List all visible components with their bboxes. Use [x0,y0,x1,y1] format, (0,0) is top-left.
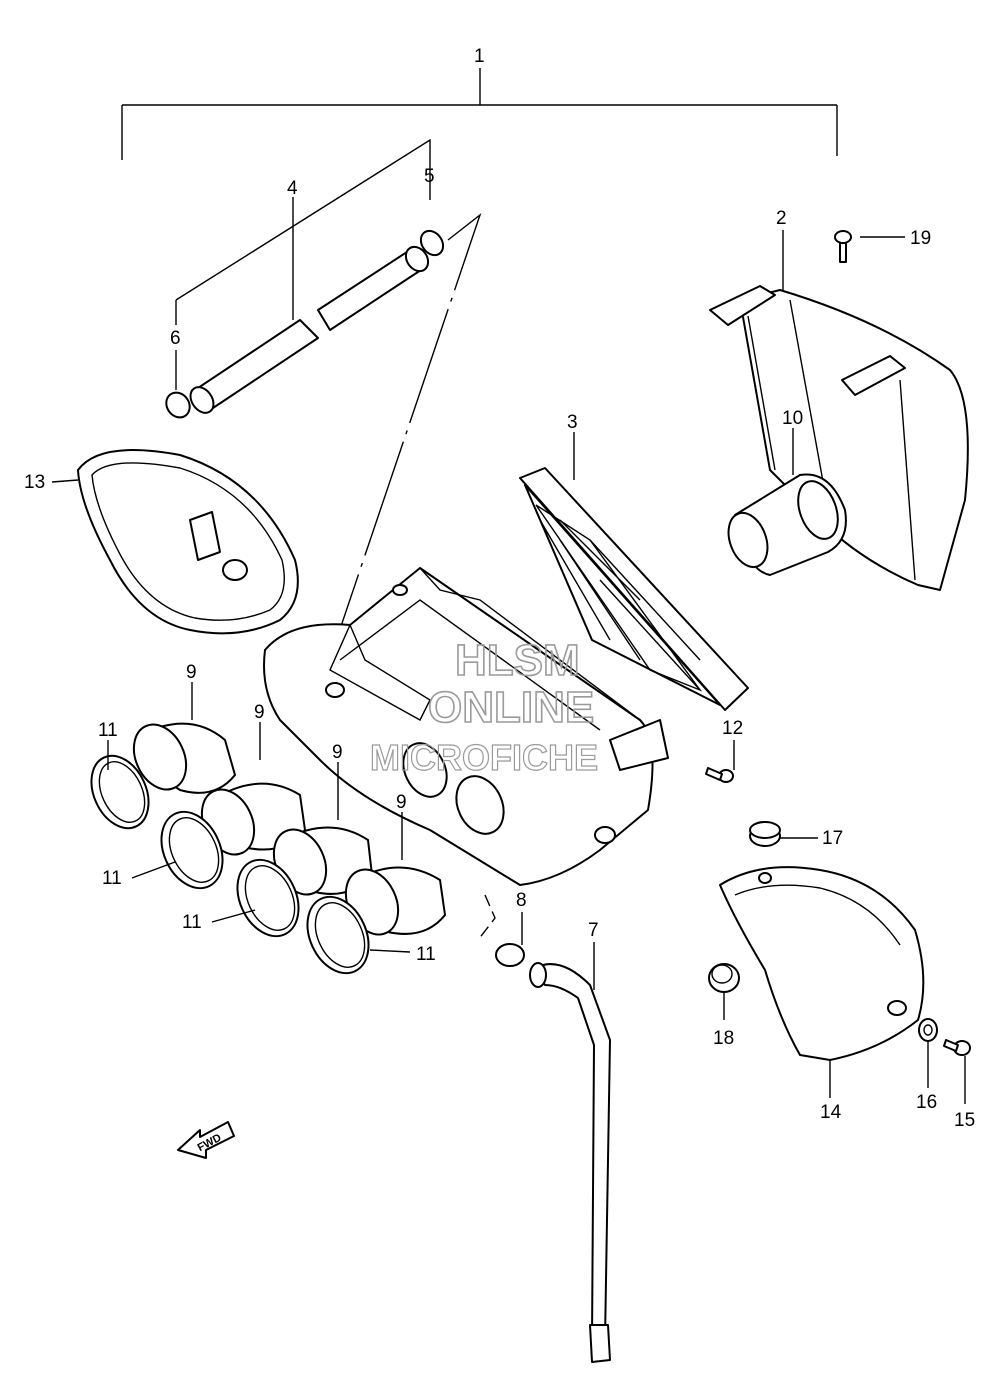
callout-2: 2 [776,208,787,229]
callout-11-a: 11 [98,720,118,741]
intake-boot-1 [132,722,236,794]
watermark-line-1: HLSM [455,636,580,685]
callout-11-d: 11 [416,944,436,965]
callout-9-a: 9 [186,662,197,683]
case-cover [77,449,299,635]
side-cover-14 [719,866,925,1061]
callout-16: 16 [916,1092,937,1113]
callout-9-b: 9 [254,702,265,723]
forward-direction-arrow: FWD [177,1121,235,1159]
callout-4: 4 [287,178,298,199]
callout-12: 12 [722,718,743,739]
callout-14: 14 [820,1102,842,1123]
grommet-17 [749,821,781,847]
leader-lines [51,197,966,1104]
callout-19: 19 [910,228,931,249]
callout-9-c: 9 [332,742,343,763]
screw-15 [943,1039,971,1056]
watermark: HLSM ONLINE MICROFICHE [369,635,598,778]
tube-kit-bracket [175,138,482,713]
callout-6: 6 [170,328,181,349]
callout-labels: 1 2 3 4 5 6 7 8 9 9 9 9 10 11 11 11 11 1… [24,46,975,1131]
callout-8: 8 [516,890,527,911]
callout-3: 3 [567,412,578,433]
callout-18: 18 [713,1028,734,1049]
clamp-11-b [160,810,224,890]
drain-tube [165,229,445,419]
callout-15: 15 [954,1110,975,1131]
callout-11-c: 11 [182,912,202,933]
watermark-line-2: ONLINE [428,683,594,732]
watermark-line-3: MICROFICHE [370,737,598,778]
air-cleaner-case [263,567,669,886]
callout-9-d: 9 [396,792,407,813]
breather-hose-7 [529,962,611,1363]
callout-11-b: 11 [102,868,122,889]
callout-5: 5 [424,166,435,187]
assembly-bracket [121,68,838,160]
clamp-11-a [90,754,150,830]
case-cap [709,285,969,591]
grommet-18 [708,963,740,993]
outlet-duct [727,473,847,576]
hose-clamp-8 [495,943,525,967]
clamp-11-d [306,895,370,975]
washer-16 [918,1018,938,1042]
callout-7: 7 [588,920,599,941]
filter-element [519,467,749,711]
screw-19 [834,230,852,263]
callout-13: 13 [24,472,45,493]
callout-17: 17 [822,828,843,849]
screw-12 [705,767,734,783]
callout-1: 1 [474,46,485,67]
callout-10: 10 [782,408,803,429]
clamp-11-c [236,858,300,938]
